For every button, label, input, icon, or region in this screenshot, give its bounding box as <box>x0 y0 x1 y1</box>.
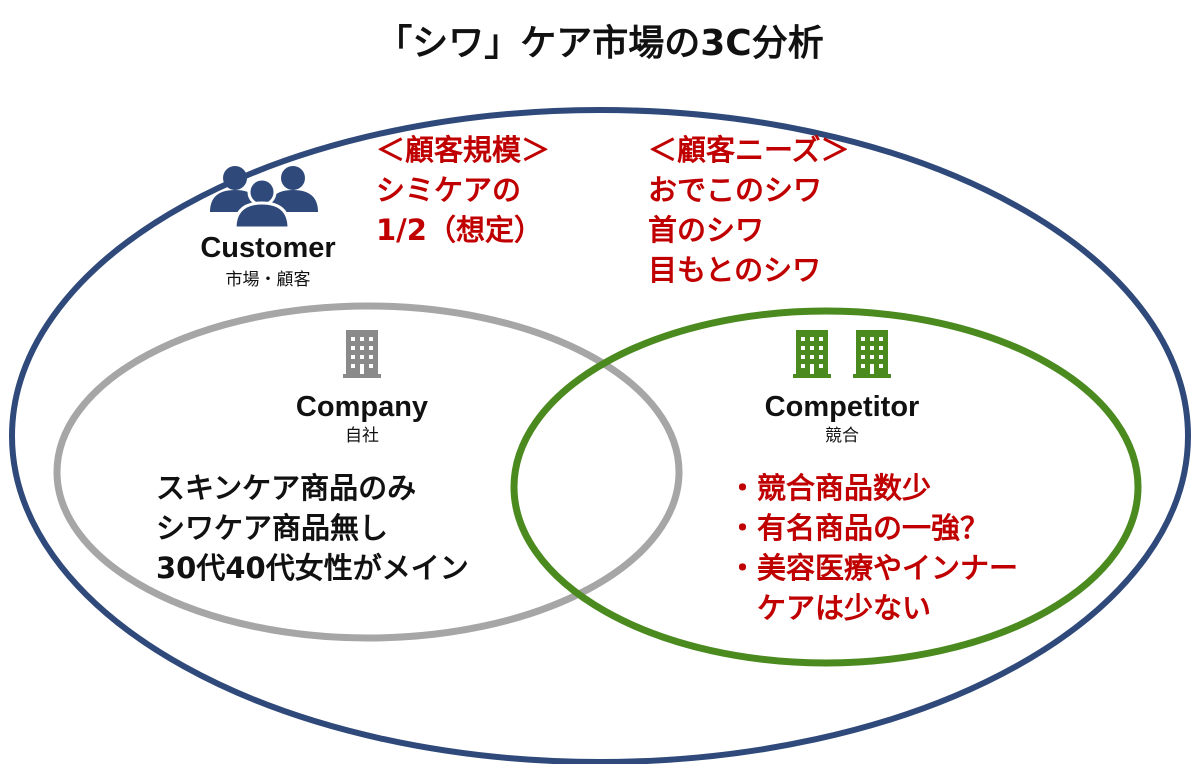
competitor-points: ・競合商品数少 ・有名商品の一強？ ・美容医療やインナー ケアは少ない <box>728 474 1018 634</box>
customer-label: Customer <box>200 232 336 264</box>
buildings-icon <box>793 330 891 378</box>
company-sublabel: 自社 <box>345 426 379 446</box>
competitor-point: ケアは少ない <box>728 591 932 625</box>
company-label: Company <box>295 391 429 423</box>
company-point: 30代40代女性がメイン <box>156 551 469 585</box>
people-group-icon <box>210 166 318 230</box>
competitor-point: ・有名商品の一強？ <box>728 511 990 545</box>
scale-line: シミケアの <box>376 173 522 207</box>
competitor-point: ・美容医療やインナー <box>728 551 1019 585</box>
needs-line: ＜顧客ニーズ＞ <box>648 133 850 167</box>
customer-scale: ＜顧客規模＞ シミケアの 1/2（想定） <box>376 136 550 256</box>
competitor-ellipse <box>510 307 1142 667</box>
company-ellipse <box>53 302 683 642</box>
needs-line: 首のシワ <box>648 213 765 247</box>
needs-line: おでこのシワ <box>648 173 823 207</box>
competitor-sublabel: 競合 <box>825 426 859 446</box>
scale-line: 1/2（想定） <box>376 213 543 247</box>
needs-line: 目もとのシワ <box>648 253 822 287</box>
customer-sublabel: 市場・顧客 <box>225 270 311 290</box>
competitor-point: ・競合商品数少 <box>728 471 932 505</box>
company-points: スキンケア商品のみ シワケア商品無し 30代40代女性がメイン <box>156 474 469 594</box>
customer-needs: ＜顧客ニーズ＞ おでこのシワ 首のシワ 目もとのシワ <box>648 136 850 296</box>
customer-ellipse <box>9 107 1191 764</box>
competitor-label: Competitor <box>764 391 920 423</box>
company-point: シワケア商品無し <box>156 511 389 545</box>
scale-line: ＜顧客規模＞ <box>376 133 551 167</box>
page-title: 「シワ」ケア市場の3C分析 <box>376 23 824 64</box>
company-point: スキンケア商品のみ <box>156 471 417 505</box>
building-icon <box>343 330 381 378</box>
